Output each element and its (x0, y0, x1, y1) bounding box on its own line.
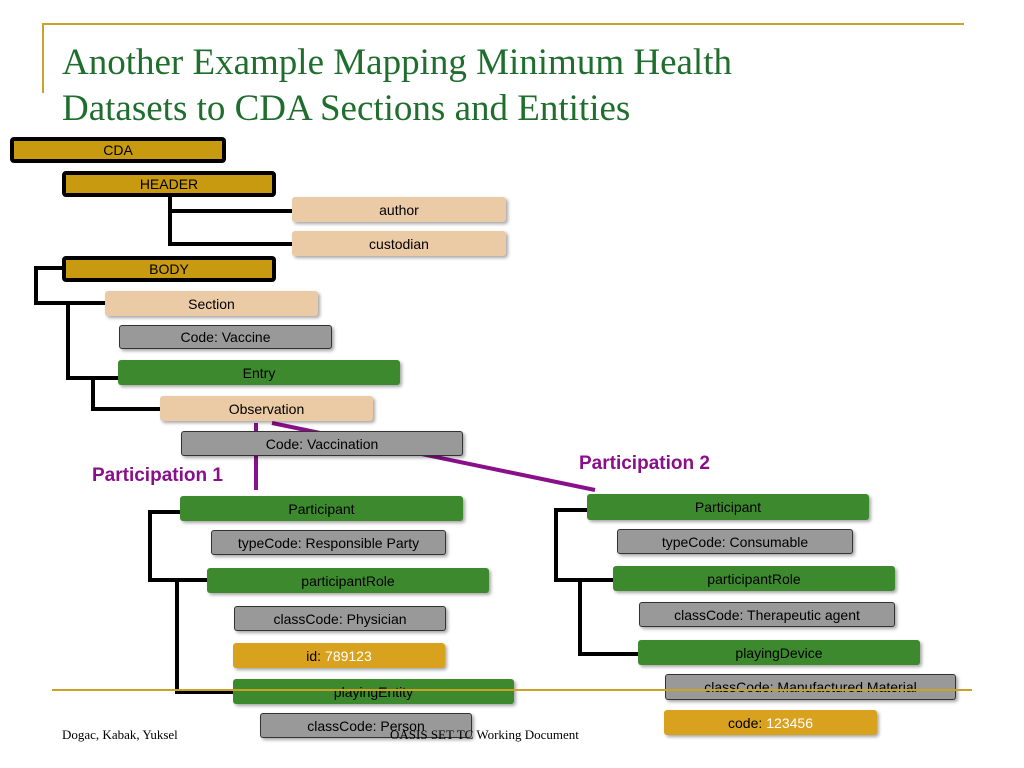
connector-section-entry (66, 303, 118, 380)
observation-node: Observation (160, 396, 373, 421)
footer-document: OASIS SET TC Working Document (390, 727, 579, 742)
connector-body-section (34, 266, 105, 305)
p2-code-node: code: 123456 (664, 710, 877, 735)
p1-id-node: id: 789123 (233, 643, 445, 668)
frame-top-rule (42, 23, 964, 25)
connector-p2-device (578, 580, 638, 656)
p2-participant-node: Participant (587, 494, 869, 520)
entry-node: Entry (118, 360, 400, 385)
body-node: BODY (62, 256, 276, 282)
footer-authors: Dogac, Kabak, Yuksel (62, 727, 178, 742)
p1-participant-node: Participant (180, 496, 463, 521)
p1-id-label: id: (306, 647, 322, 664)
connector-p1-role (148, 510, 207, 582)
participation-2-label: Participation 2 (579, 453, 710, 474)
p1-entity-classcode-node: classCode: Person (260, 713, 472, 738)
p2-code-label: code: (728, 714, 763, 731)
cda-node: CDA (10, 137, 226, 163)
p1-playingentity-node: playingEntity (233, 679, 514, 704)
p2-playingdevice-node: playingDevice (638, 640, 920, 665)
connector-header-children (168, 197, 292, 246)
title-line-1: Another Example Mapping Minimum Health (62, 42, 732, 83)
p1-participantrole-node: participantRole (207, 568, 489, 593)
connector-entry-observation (91, 378, 160, 411)
code-vaccination-node: Code: Vaccination (181, 431, 463, 456)
title-line-2: Datasets to CDA Sections and Entities (62, 88, 631, 129)
p2-classcode-node: classCode: Therapeutic agent (639, 602, 895, 627)
frame-left-rule (42, 23, 44, 93)
p1-typecode-node: typeCode: Responsible Party (211, 530, 446, 555)
p2-device-classcode-node: classCode: Manufactured Material (665, 674, 956, 700)
p2-code-value: 123456 (766, 714, 813, 731)
connector-p1-entity (175, 580, 233, 694)
p1-id-value: 789123 (325, 647, 372, 664)
frame-bottom-rule (52, 689, 972, 691)
p1-classcode-node: classCode: Physician (234, 606, 446, 631)
slide-title: Another Example Mapping Minimum Health D… (62, 40, 962, 132)
code-vaccine-node: Code: Vaccine (119, 325, 332, 349)
header-node: HEADER (62, 171, 276, 197)
p2-participantrole-node: participantRole (613, 566, 895, 591)
author-node: author (292, 197, 506, 222)
participation-1-label: Participation 1 (92, 465, 223, 486)
connector-p2-role (554, 508, 613, 582)
custodian-node: custodian (292, 231, 506, 256)
p2-typecode-node: typeCode: Consumable (617, 529, 853, 554)
section-node: Section (105, 291, 318, 316)
